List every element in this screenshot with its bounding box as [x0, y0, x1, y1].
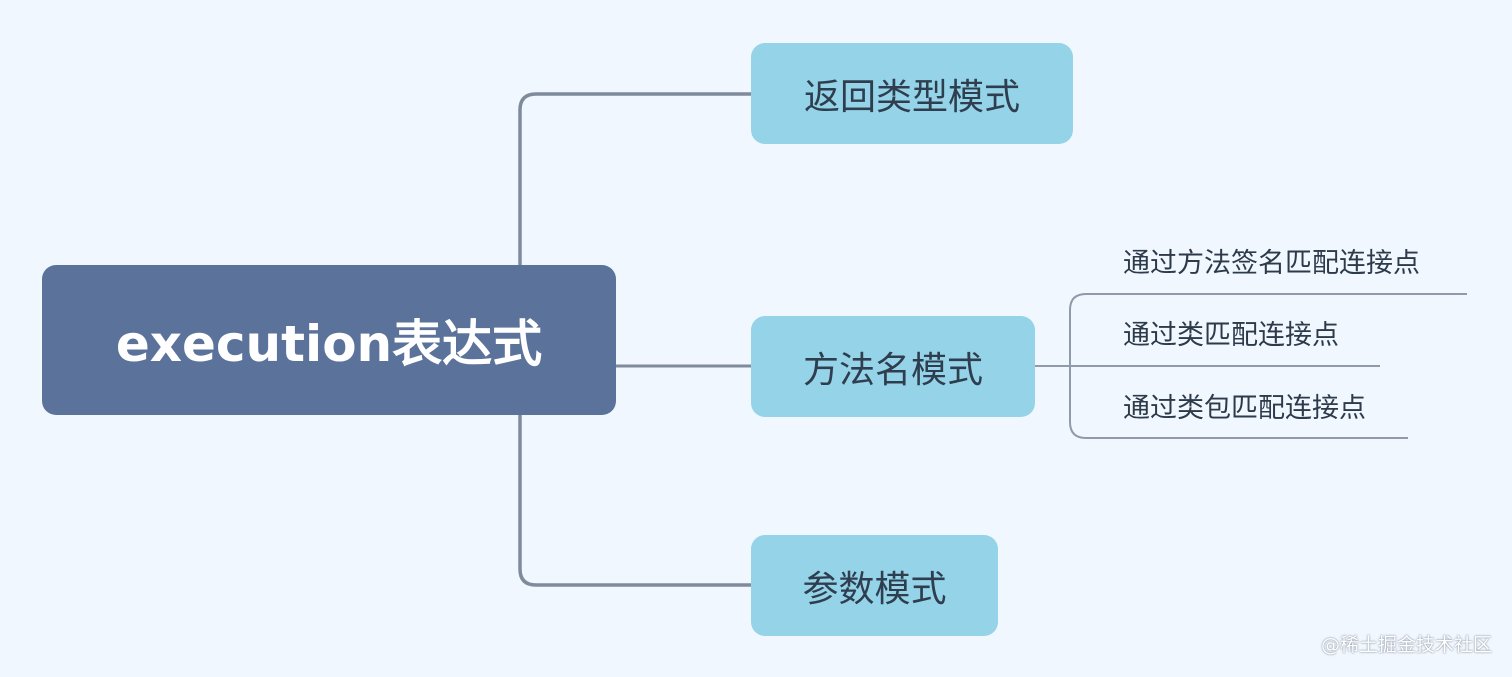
root-node-label: execution表达式 — [115, 315, 543, 373]
connector-root-to-params — [518, 415, 751, 587]
leaf-node-package-match[interactable]: 通过类包匹配连接点 — [1123, 393, 1366, 424]
branch-node-return-type[interactable]: 返回类型模式 — [751, 43, 1073, 144]
branch-node-label: 返回类型模式 — [803, 76, 1020, 118]
watermark: @稀土掘金技术社区 — [1320, 634, 1492, 656]
leaf-node-class-match[interactable]: 通过类匹配连接点 — [1123, 320, 1339, 351]
connector-root-to-return-type — [518, 92, 751, 265]
connector-method-to-leaf-1 — [1035, 293, 1467, 367]
root-node[interactable]: execution表达式 — [42, 265, 616, 415]
branch-node-label: 方法名模式 — [802, 349, 983, 391]
branch-node-method-name[interactable]: 方法名模式 — [751, 316, 1035, 417]
leaf-node-method-signature[interactable]: 通过方法签名匹配连接点 — [1123, 248, 1420, 279]
branch-node-params[interactable]: 参数模式 — [751, 535, 998, 636]
connector-method-to-leaf-3 — [1069, 366, 1408, 439]
branch-node-label: 参数模式 — [802, 568, 947, 610]
